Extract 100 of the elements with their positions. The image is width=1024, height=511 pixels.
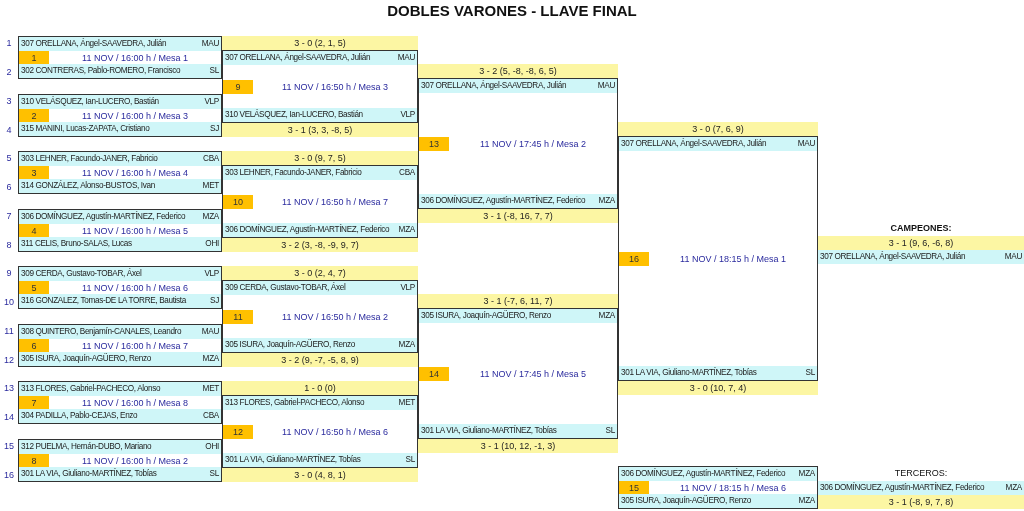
player-name: 307 ORELLANA, Ángel-SAAVEDRA, Julián bbox=[225, 52, 371, 64]
club-code: MET bbox=[202, 180, 219, 192]
club-code: MZA bbox=[202, 211, 219, 223]
club-code: SL bbox=[805, 367, 815, 379]
club-code: VLP bbox=[204, 96, 219, 108]
club-code: SL bbox=[405, 454, 415, 466]
heading: CAMPEONES: bbox=[889, 222, 953, 235]
schedule-text: 11 NOV / 16:00 h / Mesa 5 bbox=[81, 225, 189, 237]
match-number: 11 bbox=[223, 310, 253, 324]
schedule-text: 11 NOV / 18:15 h / Mesa 1 bbox=[679, 253, 787, 265]
seed-number: 14 bbox=[3, 411, 15, 424]
seed-number: 12 bbox=[3, 354, 15, 367]
player-name: 313 FLORES, Gabriel-PACHECO, Alonso bbox=[21, 383, 161, 395]
match-number: 1 bbox=[19, 51, 49, 65]
score-bar: 3 - 0 (2, 4, 7) bbox=[222, 266, 418, 280]
player-name: 306 DOMÍNGUEZ, Agustín-MARTÍNEZ, Federico bbox=[21, 211, 186, 223]
seed-number: 6 bbox=[5, 181, 13, 194]
match-box bbox=[618, 136, 818, 381]
match-number: 6 bbox=[19, 339, 49, 353]
match-number: 13 bbox=[419, 137, 449, 151]
schedule-text: 11 NOV / 16:50 h / Mesa 3 bbox=[281, 81, 389, 93]
match-box bbox=[618, 466, 818, 509]
score-bar: 3 - 0 (7, 6, 9) bbox=[618, 122, 818, 136]
match-box bbox=[222, 50, 418, 123]
seed-number: 3 bbox=[5, 95, 13, 108]
player-name: 306 DOMÍNGUEZ, Agustín-MARTÍNEZ, Federico bbox=[421, 195, 586, 207]
schedule-text: 11 NOV / 16:00 h / Mesa 7 bbox=[81, 340, 189, 352]
club-code: VLP bbox=[400, 109, 415, 121]
match-number: 12 bbox=[223, 425, 253, 439]
club-code: MZA bbox=[398, 224, 415, 236]
seed-number: 5 bbox=[5, 152, 13, 165]
club-code: OHI bbox=[205, 238, 219, 250]
match-number: 4 bbox=[19, 224, 49, 238]
seed-number: 1 bbox=[5, 37, 13, 50]
club-code: MAU bbox=[201, 326, 219, 338]
schedule-text: 11 NOV / 16:00 h / Mesa 6 bbox=[81, 282, 189, 294]
club-code: SL bbox=[605, 425, 615, 437]
club-code: MET bbox=[398, 397, 415, 409]
club-code: MAU bbox=[201, 38, 219, 50]
club-code: SL bbox=[209, 468, 219, 480]
schedule-text: 11 NOV / 17:45 h / Mesa 2 bbox=[479, 138, 587, 150]
player-name: 316 GONZALEZ, Tomas-DE LA TORRE, Bautista bbox=[21, 295, 186, 307]
match-box bbox=[18, 209, 222, 252]
player-name: 308 QUINTERO, Benjamín-CANALES, Leandro bbox=[21, 326, 182, 338]
club-code: MZA bbox=[202, 353, 219, 365]
player-name: 303 LEHNER, Facundo-JANER, Fabricio bbox=[21, 153, 158, 165]
score-bar: 3 - 1 (-8, 16, 7, 7) bbox=[418, 209, 618, 223]
schedule-text: 11 NOV / 16:00 h / Mesa 8 bbox=[81, 397, 189, 409]
player-name: 301 LA VIA, Giuliano-MARTÍNEZ, Tobías bbox=[421, 425, 557, 437]
match-number: 9 bbox=[223, 80, 253, 94]
club-code: CBA bbox=[203, 153, 219, 165]
schedule-text: 11 NOV / 16:00 h / Mesa 4 bbox=[81, 167, 189, 179]
schedule-text: 11 NOV / 16:50 h / Mesa 6 bbox=[281, 426, 389, 438]
player-name: 303 LEHNER, Facundo-JANER, Fabricio bbox=[225, 167, 362, 179]
club-code: MZA bbox=[598, 310, 615, 322]
player-name: 307 ORELLANA, Ángel-SAAVEDRA, Julián bbox=[621, 138, 767, 150]
schedule-text: 11 NOV / 16:00 h / Mesa 3 bbox=[81, 110, 189, 122]
player-name: 306 DOMÍNGUEZ, Agustín-MARTÍNEZ, Federico bbox=[820, 482, 985, 494]
schedule-text: 11 NOV / 18:15 h / Mesa 6 bbox=[679, 482, 787, 494]
match-number: 5 bbox=[19, 281, 49, 295]
player-name: 305 ISURA, Joaquín-AGÜERO, Renzo bbox=[621, 495, 751, 507]
seed-number: 13 bbox=[3, 382, 15, 395]
match-box bbox=[18, 36, 222, 79]
player-name: 313 FLORES, Gabriel-PACHECO, Alonso bbox=[225, 397, 365, 409]
score-bar: 1 - 0 (0) bbox=[222, 381, 418, 395]
club-code: MET bbox=[202, 383, 219, 395]
player-name: 309 CERDA, Gustavo-TOBAR, Áxel bbox=[21, 268, 142, 280]
score-bar: 3 - 2 (3, -8, -9, 9, 7) bbox=[222, 238, 418, 252]
player-name: 301 LA VIA, Giuliano-MARTÍNEZ, Tobías bbox=[21, 468, 157, 480]
club-code: SJ bbox=[210, 123, 219, 135]
player-name: 301 LA VIA, Giuliano-MARTÍNEZ, Tobías bbox=[621, 367, 757, 379]
player-name: 305 ISURA, Joaquín-AGÜERO, Renzo bbox=[21, 353, 151, 365]
match-box bbox=[18, 266, 222, 309]
club-code: MZA bbox=[798, 495, 815, 507]
match-box bbox=[418, 308, 618, 439]
seed-number: 10 bbox=[3, 296, 15, 309]
club-code: CBA bbox=[203, 410, 219, 422]
score-bar: 3 - 0 (4, 8, 1) bbox=[222, 468, 418, 482]
heading: TERCEROS: bbox=[893, 467, 949, 480]
club-code: MAU bbox=[397, 52, 415, 64]
schedule-text: 11 NOV / 16:50 h / Mesa 2 bbox=[281, 311, 389, 323]
player-name: 304 PADILLA, Pablo-CEJAS, Enzo bbox=[21, 410, 138, 422]
seed-number: 2 bbox=[5, 66, 13, 79]
match-box bbox=[18, 439, 222, 482]
player-name: 311 CELIS, Bruno-SALAS, Lucas bbox=[21, 238, 132, 250]
match-number: 10 bbox=[223, 195, 253, 209]
seed-number: 15 bbox=[3, 440, 15, 453]
club-code: CBA bbox=[399, 167, 415, 179]
player-name: 310 VELÁSQUEZ, Ian-LUCERO, Bastián bbox=[225, 109, 363, 121]
match-box bbox=[18, 94, 222, 137]
club-code: MZA bbox=[398, 339, 415, 351]
club-code: SL bbox=[209, 65, 219, 77]
score-bar: 3 - 1 (3, 3, -8, 5) bbox=[222, 123, 418, 137]
score-bar: 3 - 1 (10, 12, -1, 3) bbox=[418, 439, 618, 453]
match-box bbox=[222, 165, 418, 238]
schedule-text: 11 NOV / 17:45 h / Mesa 5 bbox=[479, 368, 587, 380]
seed-number: 9 bbox=[5, 267, 13, 280]
player-name: 309 CERDA, Gustavo-TOBAR, Áxel bbox=[225, 282, 346, 294]
player-name: 305 ISURA, Joaquín-AGÜERO, Renzo bbox=[225, 339, 355, 351]
seed-number: 11 bbox=[3, 325, 15, 338]
